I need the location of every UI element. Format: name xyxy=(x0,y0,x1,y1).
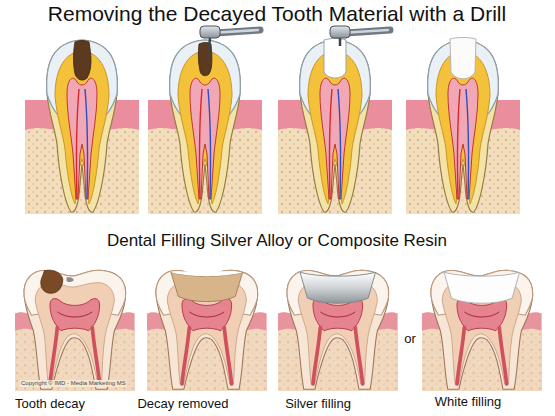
cavity-opening xyxy=(171,271,243,276)
drilling-step xyxy=(148,26,262,214)
cleaned-step xyxy=(278,26,392,214)
incisor-tooth xyxy=(170,40,241,212)
molar-decay-removed xyxy=(147,270,267,391)
molar-tooth xyxy=(24,270,126,389)
molar-silver-filling xyxy=(278,270,398,391)
white-filling xyxy=(444,272,519,303)
decay-stain xyxy=(67,277,74,282)
drill-bur xyxy=(208,38,210,58)
molar-tooth xyxy=(431,270,533,389)
drill-bur xyxy=(339,38,342,46)
drill-handpiece xyxy=(330,26,390,38)
incisor-tooth xyxy=(47,40,118,212)
silver-filling xyxy=(300,272,375,303)
filled-step xyxy=(406,38,520,215)
copyright-notice: Copyright © IMD - Media Marketing MS xyxy=(20,380,127,387)
step-caption: Decay removed xyxy=(137,397,228,412)
decay xyxy=(41,270,63,293)
subtitle: Dental Filling Silver Alloy or Composite… xyxy=(107,231,447,251)
drill-handpiece xyxy=(200,26,260,38)
step-caption: Silver filling xyxy=(285,397,351,412)
molar-white-filling xyxy=(422,270,542,391)
decay xyxy=(74,41,92,81)
step-caption: White filling xyxy=(435,395,501,410)
diagram-title: Removing the Decayed Tooth Material with… xyxy=(48,2,506,26)
conjunction-label: or xyxy=(404,332,416,347)
step-caption: Tooth decay xyxy=(15,397,85,412)
molar-tooth xyxy=(156,270,258,389)
molar-tooth xyxy=(287,270,389,389)
molar-decay xyxy=(15,270,135,391)
filling xyxy=(450,38,476,79)
tooth-decay-step xyxy=(25,40,139,214)
cavity xyxy=(171,272,243,301)
cavity xyxy=(324,39,346,79)
